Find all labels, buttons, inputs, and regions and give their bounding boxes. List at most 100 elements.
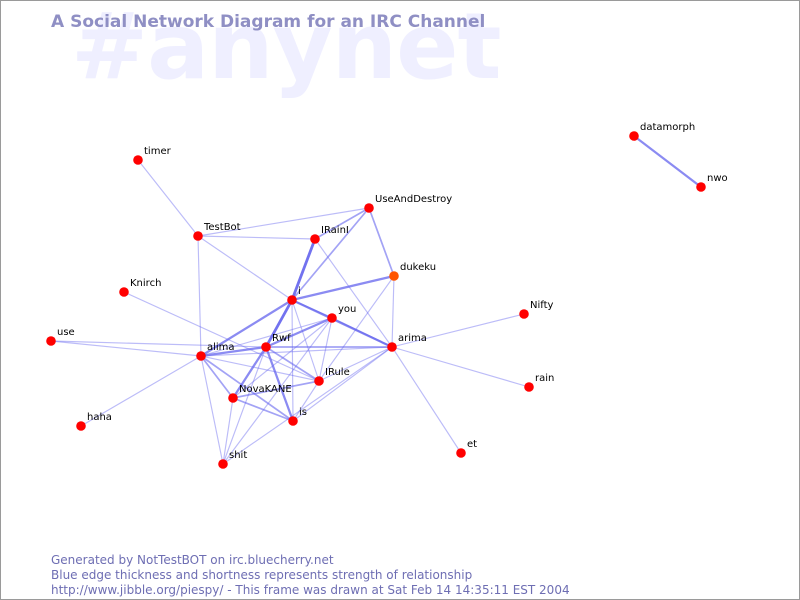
node-novakane: NovaKANE: [228, 384, 292, 403]
edge-i-useanddestroy: [291, 207, 370, 301]
node-label: datamorph: [640, 122, 695, 133]
footer-timestamp-line: http://www.jibble.org/piespy/ - This fra…: [51, 583, 570, 597]
edge-i-is: [291, 299, 294, 422]
node-i: i: [287, 286, 301, 305]
edge-irule-arima: [318, 346, 393, 382]
node-iraini: IRainI: [310, 225, 349, 244]
node-dot: [218, 459, 228, 469]
node-timer: timer: [133, 146, 172, 165]
footer-generated-line: Generated by NotTestBOT on irc.bluecherr…: [51, 553, 334, 567]
node-nwo: nwo: [696, 173, 728, 192]
node-label: TestBot: [203, 222, 241, 233]
node-label: IRule: [325, 367, 350, 378]
edge-dukeku-irule: [318, 275, 395, 382]
edge-arima-et: [391, 346, 462, 454]
edge-rwf-novakane: [231, 345, 268, 400]
edge-rwf-i: [264, 298, 294, 349]
node-dot: [629, 131, 639, 141]
edge-rwf-irule: [265, 346, 320, 382]
edge-datamorph-nwo: [632, 134, 703, 189]
edge-testbot-i: [197, 235, 293, 301]
node-is: is: [288, 407, 307, 426]
node-dot: [119, 287, 129, 297]
node-dot: [696, 182, 706, 192]
edge-you-arima: [331, 317, 393, 348]
node-rain: rain: [524, 373, 554, 392]
node-dot: [228, 393, 238, 403]
edge-is-arima: [292, 346, 393, 422]
edge-you-irule: [318, 317, 333, 382]
edge-rwf-shit: [222, 346, 267, 465]
edge-irule-is: [292, 380, 320, 422]
channel-watermark: #anynet: [71, 0, 502, 100]
node-dot: [389, 271, 399, 281]
node-nifty: Nifty: [519, 300, 554, 319]
node-alima: alima: [196, 342, 235, 361]
node-use: use: [46, 327, 75, 346]
node-dot: [456, 448, 466, 458]
node-dot: [327, 313, 337, 323]
edge-layer: [50, 134, 703, 465]
edge-haha-alima: [80, 355, 202, 427]
page-title: A Social Network Diagram for an IRC Chan…: [51, 12, 486, 32]
edge-you-shit: [222, 317, 333, 465]
edge-i-dukeku: [290, 274, 396, 302]
edge-alima-is: [200, 355, 294, 422]
node-label: NovaKANE: [239, 384, 292, 395]
node-label: haha: [87, 412, 112, 423]
edge-alima-arima: [200, 346, 393, 357]
node-dot: [46, 336, 56, 346]
node-label: Rwf: [272, 333, 291, 344]
edge-knirch-irule: [123, 291, 320, 382]
node-label: shit: [229, 450, 247, 461]
edge-i-irule: [291, 299, 320, 382]
node-label: dukeku: [400, 262, 436, 273]
edge-timer-testbot: [137, 159, 199, 237]
node-dot: [387, 342, 397, 352]
edge-useanddestroy-dukeku: [368, 207, 395, 277]
node-haha: haha: [76, 412, 112, 431]
node-label: you: [338, 304, 356, 315]
edge-iraini-useanddestroy: [314, 207, 370, 240]
edge-rwf-you: [264, 316, 334, 349]
node-dot: [310, 234, 320, 244]
edge-you-novakane: [232, 317, 333, 399]
node-dot: [261, 342, 271, 352]
node-dot: [288, 416, 298, 426]
node-rwf: Rwf: [261, 333, 291, 352]
edge-testbot-useanddestroy: [197, 207, 370, 237]
edge-testbot-alima: [197, 235, 202, 357]
edge-i-iraini: [290, 237, 317, 302]
node-label: et: [467, 439, 477, 450]
node-testbot: TestBot: [193, 222, 241, 241]
edge-use-rwf: [50, 340, 267, 348]
edge-alima-i: [199, 298, 294, 358]
node-label: UseAndDestroy: [375, 194, 452, 205]
node-knirch: Knirch: [119, 278, 161, 297]
node-label: rain: [535, 373, 554, 384]
edge-novakane-shit: [222, 397, 234, 465]
footer-legend-line: Blue edge thickness and shortness repres…: [51, 568, 473, 582]
node-arima: arima: [387, 333, 427, 352]
edge-shit-arima: [222, 346, 393, 465]
edge-arima-nifty: [391, 313, 525, 348]
edge-iraini-arima: [314, 238, 393, 348]
node-label: Nifty: [530, 300, 554, 311]
node-irule: IRule: [314, 367, 350, 386]
node-dot: [196, 351, 206, 361]
node-label: is: [299, 407, 307, 418]
edge-alima-irule: [200, 355, 320, 382]
node-label: arima: [398, 333, 427, 344]
edge-alima-novakane: [200, 355, 234, 399]
node-dot: [133, 155, 143, 165]
edge-novakane-is: [232, 397, 294, 422]
edge-dukeku-arima: [391, 275, 395, 348]
node-dot: [519, 309, 529, 319]
node-label: nwo: [707, 173, 728, 184]
node-shit: shit: [218, 450, 247, 469]
node-et: et: [456, 439, 477, 458]
node-label: timer: [144, 146, 172, 157]
